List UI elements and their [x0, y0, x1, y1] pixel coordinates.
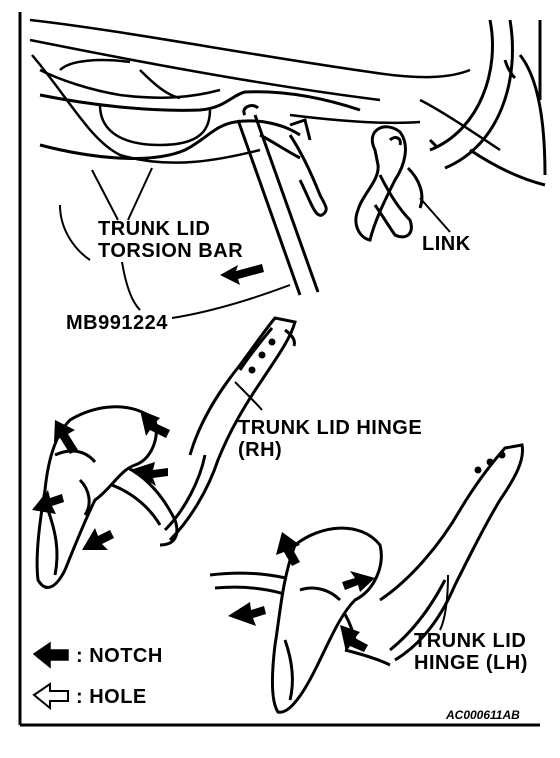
legend-hole-label: : HOLE — [76, 686, 147, 708]
special-tool-rod — [236, 104, 328, 296]
torsion-bar-label-line1: TRUNK LID — [98, 218, 211, 240]
hinge-rh-notch-arrows — [32, 410, 170, 550]
hole-arrow-icon — [32, 682, 69, 711]
direction-arrow — [220, 264, 264, 285]
hinge-rh-label-line1: TRUNK LID HINGE — [238, 417, 423, 439]
trunk-body-panel — [29, 18, 501, 164]
figure-code: AC000611AB — [446, 708, 520, 722]
link-label: LINK — [422, 233, 471, 255]
frame — [18, 12, 542, 727]
leader-lines — [59, 167, 451, 631]
notch-arrow-icon — [32, 641, 69, 669]
hinge-rh-label-line2: (RH) — [238, 439, 283, 461]
hinge-lh-label-line1: TRUNK LID — [414, 630, 527, 652]
legend-notch-label: : NOTCH — [76, 645, 163, 667]
link-part — [354, 125, 424, 242]
torsion-bar — [39, 90, 361, 160]
hinge-lh-label-line2: HINGE (LH) — [414, 652, 528, 674]
tool-number-label: MB991224 — [66, 312, 168, 334]
torsion-bar-label-line2: TORSION BAR — [98, 240, 244, 262]
pillar — [428, 19, 547, 187]
hinge-lh — [209, 443, 525, 667]
hinge-lh-notch-arrows — [228, 532, 375, 652]
